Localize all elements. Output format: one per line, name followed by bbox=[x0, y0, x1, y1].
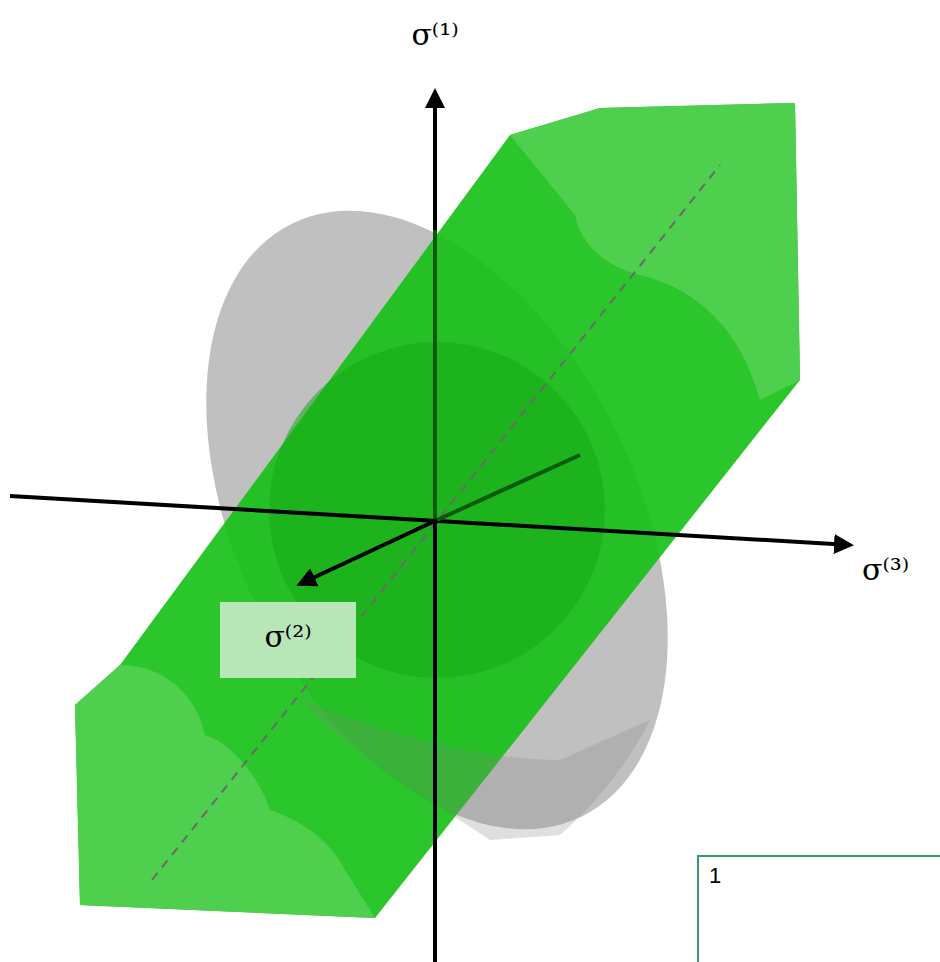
axis-label: σ⁽²⁾ bbox=[264, 620, 311, 653]
prism-end-cap bbox=[510, 103, 800, 400]
axis-hidden-part bbox=[433, 230, 437, 520]
sigma1-axis bbox=[433, 92, 437, 962]
overlap-shade bbox=[300, 700, 650, 840]
sigma2-axis-back bbox=[437, 455, 580, 520]
note-number: 1 bbox=[709, 863, 940, 889]
axis-label: σ⁽¹⁾ bbox=[411, 18, 458, 51]
axis-label: σ⁽³⁾ bbox=[862, 553, 909, 586]
sigma2-axis bbox=[300, 520, 437, 584]
sigma3-axis bbox=[10, 496, 850, 545]
prism-end-cap bbox=[75, 665, 375, 918]
green-prism bbox=[75, 103, 800, 918]
label-patch bbox=[220, 602, 356, 678]
note-box: 1 bbox=[697, 855, 940, 962]
